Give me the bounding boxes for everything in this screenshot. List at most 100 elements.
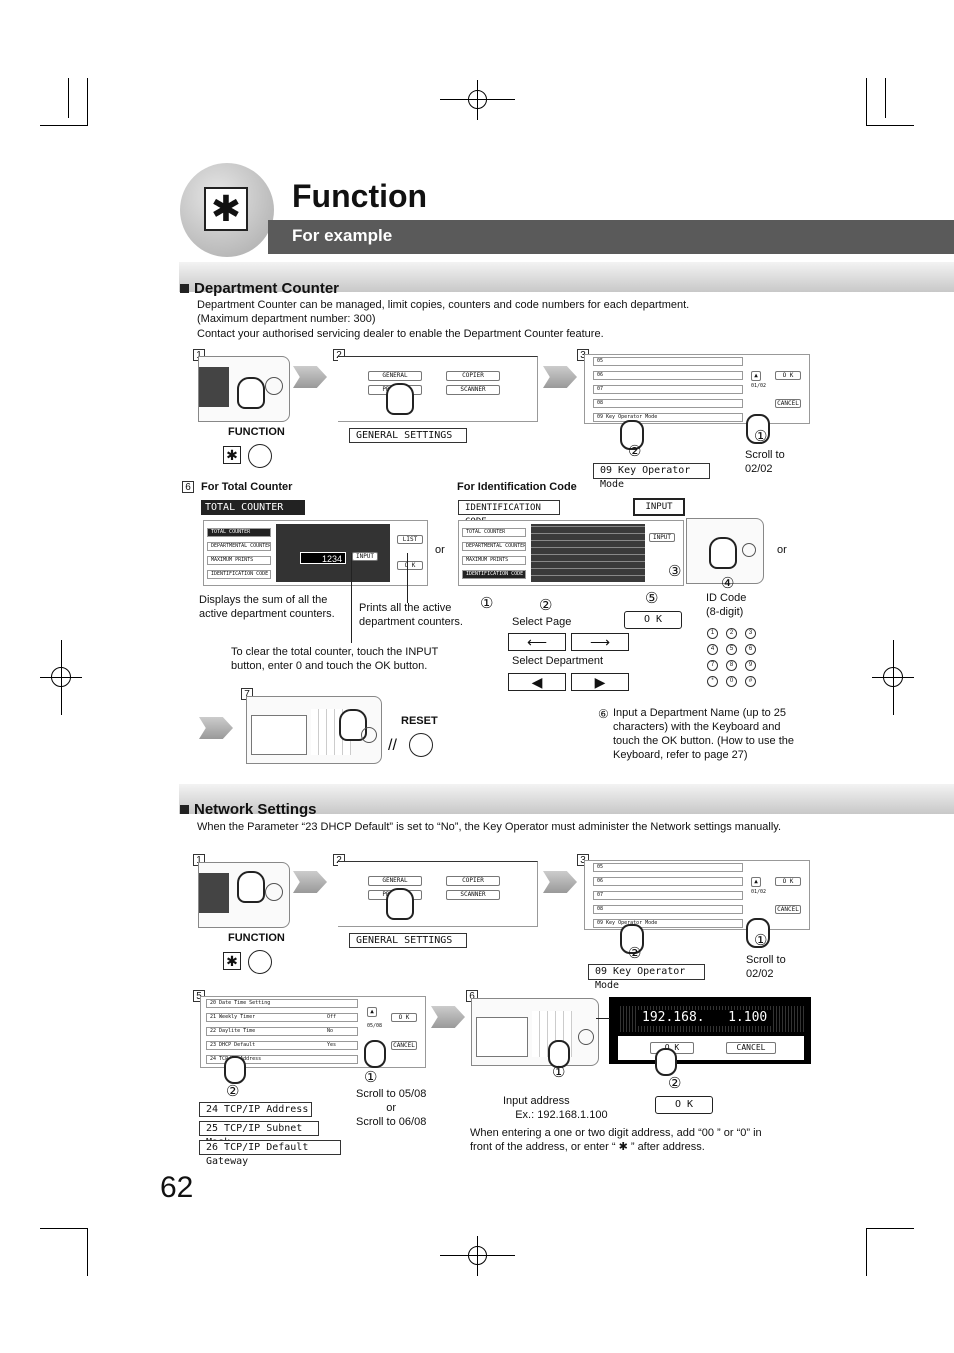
scroll-up-button[interactable]: ▲ [367, 1007, 377, 1017]
ok-button[interactable]: O K [397, 561, 423, 570]
menu-maximum-prints[interactable]: MAXIMUM PRINTS [207, 556, 271, 565]
dept-desc-1: Department Counter can be managed, limit… [197, 299, 690, 311]
pager: 01/02 [751, 889, 767, 895]
hand-pointer-icon [746, 414, 770, 444]
hand-pointer-icon [224, 1056, 246, 1084]
ok-button[interactable]: O K [391, 1013, 417, 1022]
list-item[interactable]: 09 Key Operator Mode [593, 919, 743, 928]
input-button[interactable]: INPUT [649, 533, 675, 542]
cancel-button[interactable]: CANCEL [391, 1041, 417, 1050]
key-operator-mode-label: 09 Key Operator Mode [593, 463, 710, 490]
list-print-button[interactable]: LIST PRINT [397, 535, 423, 544]
key-8[interactable]: 8 [726, 660, 737, 671]
menu-general-settings[interactable]: GENERAL SETTINGS [368, 876, 422, 886]
scroll-param-note: Scroll to 05/08 or Scroll to 06/08 [356, 1088, 427, 1128]
list-item[interactable]: 08 [593, 905, 743, 914]
ident-code-title: IDENTIFICATION CODE [458, 500, 560, 527]
reset-label: RESET [401, 715, 438, 727]
ok-button-large[interactable]: O K [624, 611, 682, 629]
menu-general-settings[interactable]: GENERAL SETTINGS [368, 371, 422, 381]
tcp-ip-gateway-label: 26 TCP/IP Default Gateway [199, 1140, 341, 1167]
list-item[interactable]: 06 [593, 371, 743, 380]
menu-identification-code[interactable]: IDENTIFICATION CODE [207, 570, 271, 579]
input-button[interactable]: INPUT [352, 552, 378, 561]
or-label: or [435, 544, 445, 556]
settings-menu-screen: GENERAL SETTINGS COPIER SETTINGS PRINTER… [338, 861, 538, 927]
scroll-up-button[interactable]: ▲ [751, 371, 761, 381]
prev-page-button[interactable]: ⟵ [508, 633, 566, 651]
list-item[interactable]: 07 [593, 385, 743, 394]
page-number: 62 [160, 1171, 194, 1204]
next-page-button[interactable]: ⟶ [571, 633, 629, 651]
menu-scanner-settings[interactable]: SCANNER SETTINGS [446, 890, 500, 900]
start-button [742, 543, 756, 557]
reset-button[interactable] [409, 733, 433, 757]
key-3[interactable]: 3 [745, 628, 756, 639]
next-arrow-icon [543, 366, 577, 388]
key-6[interactable]: 6 [745, 644, 756, 655]
function-label: FUNCTION [228, 932, 285, 944]
registration-mark-right [872, 640, 914, 715]
key-2[interactable]: 2 [726, 628, 737, 639]
general-settings-label: GENERAL SETTINGS [349, 933, 467, 948]
ok-button-large[interactable]: O K [655, 1096, 713, 1114]
list-item[interactable]: 09 Key Operator Mode [593, 413, 743, 422]
cancel-button[interactable]: CANCEL [775, 399, 801, 408]
list-item[interactable]: 05 [593, 357, 743, 366]
key-9[interactable]: 9 [745, 660, 756, 671]
menu-copier-settings[interactable]: COPIER SETTINGS [446, 876, 500, 886]
input-button-large[interactable]: INPUT [633, 498, 685, 516]
menu-identification-code[interactable]: IDENTIFICATION CODE [462, 570, 526, 579]
ok-button[interactable]: O K [775, 877, 801, 886]
cancel-button[interactable]: CANCEL [726, 1042, 776, 1054]
callout-4: ④ [721, 575, 735, 592]
subtitle: For example [292, 226, 393, 245]
key-0[interactable]: 0 [726, 676, 737, 687]
prev-department-button[interactable]: ◀ [508, 673, 566, 691]
cancel-button[interactable]: CANCEL [775, 905, 801, 914]
function-icon-badge: ✱ [180, 163, 274, 257]
key-5[interactable]: 5 [726, 644, 737, 655]
subtitle-bar: For example [268, 220, 954, 254]
key-7[interactable]: 7 [707, 660, 718, 671]
department-grid[interactable] [531, 524, 645, 582]
ok-button[interactable]: O K [775, 371, 801, 380]
hand-pointer-icon [386, 888, 414, 920]
menu-departmental-counter[interactable]: DEPARTMENTAL COUNTER [207, 542, 271, 551]
list-item[interactable]: 07 [593, 891, 743, 900]
page-title: Function [292, 178, 428, 214]
scroll-up-button[interactable]: ▲ [751, 877, 761, 887]
function-button[interactable] [248, 950, 272, 974]
callout-6: ⑥ [598, 707, 609, 721]
menu-scanner-settings[interactable]: SCANNER SETTINGS [446, 385, 500, 395]
key-4[interactable]: 4 [707, 644, 718, 655]
next-arrow-icon [293, 366, 327, 388]
menu-copier-settings[interactable]: COPIER SETTINGS [446, 371, 500, 381]
hand-pointer-icon [548, 1040, 570, 1068]
for-total-counter-label: For Total Counter [201, 481, 293, 493]
key-hash[interactable]: # [745, 676, 756, 687]
menu-total-counter[interactable]: TOTAL COUNTER [462, 528, 526, 537]
function-button[interactable] [248, 444, 272, 468]
key-operator-mode-label: 09 Key Operator Mode [588, 964, 705, 991]
list-item[interactable]: 06 [593, 877, 743, 886]
key-1[interactable]: 1 [707, 628, 718, 639]
menu-departmental-counter[interactable]: DEPARTMENTAL COUNTER [462, 542, 526, 551]
leader-line [596, 1018, 610, 1019]
press-icon: // [388, 737, 397, 754]
callout-1: ① [480, 595, 494, 612]
input-address-note: Input address Ex.: 192.168.1.100 [503, 1095, 608, 1121]
menu-maximum-prints[interactable]: MAXIMUM PRINTS [462, 556, 526, 565]
key-star[interactable]: * [707, 676, 718, 687]
menu-total-counter[interactable]: TOTAL COUNTER [207, 528, 271, 537]
control-panel [198, 356, 290, 422]
list-item[interactable]: 08 [593, 399, 743, 408]
list-item[interactable]: 20 Date Time Setting [206, 999, 358, 1008]
list-item[interactable]: 05 [593, 863, 743, 872]
next-department-button[interactable]: ▶ [571, 673, 629, 691]
callout-5: ⑤ [645, 590, 659, 607]
dept-desc-3: Contact your authorised servicing dealer… [197, 328, 604, 340]
